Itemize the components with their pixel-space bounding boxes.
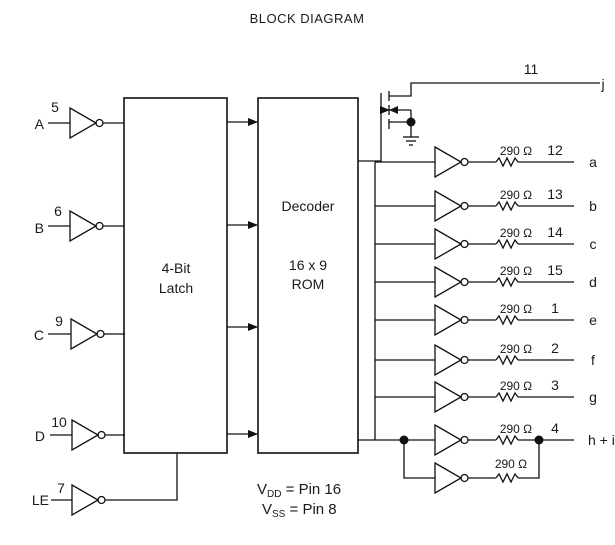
- pin-number: 15: [547, 262, 563, 278]
- output-channel-hi: 290 Ω 4 h + i: [375, 420, 615, 457]
- input-c-label: C: [34, 327, 44, 343]
- output-j-label: j: [600, 76, 604, 92]
- inverter-icon: [434, 265, 463, 299]
- resistor-icon: [495, 391, 519, 403]
- input-c: C 9: [34, 313, 125, 351]
- segment-label: e: [589, 312, 597, 328]
- inverter-icon: [434, 343, 463, 377]
- input-d-pin: 10: [51, 414, 67, 430]
- resistor-label: 290 Ω: [500, 226, 532, 240]
- resistor-label: 290 Ω: [500, 379, 532, 393]
- output-channel-g: 290 Ω 3 g: [375, 377, 597, 414]
- inverter-icon: [71, 418, 100, 452]
- decoder-block: [257, 97, 359, 454]
- vdd-note: VDD = Pin 16: [257, 481, 341, 500]
- input-b: B 6: [35, 203, 124, 243]
- vss-note: VSS = Pin 8: [262, 501, 337, 520]
- resistor-icon: [495, 200, 519, 212]
- segment-label: g: [589, 389, 597, 405]
- resistor-label: 290 Ω: [500, 264, 532, 278]
- output-channel-b: 290 Ω 13 b: [375, 186, 597, 223]
- pin-number: 2: [551, 340, 559, 356]
- input-d-label: D: [35, 428, 45, 444]
- decoder-label-line1: Decoder: [282, 198, 335, 214]
- inverter-icon: [70, 317, 99, 351]
- resistor-label: 290 Ω: [500, 302, 532, 316]
- pin-number: 12: [547, 142, 563, 158]
- resistor-icon: [495, 276, 519, 288]
- junction-dot: [534, 435, 544, 445]
- parallel-driver: 290 Ω: [399, 435, 544, 495]
- input-b-pin: 6: [54, 203, 62, 219]
- segment-label: f: [591, 352, 595, 368]
- input-a-pin: 5: [51, 99, 59, 115]
- input-d: D 10: [35, 414, 125, 452]
- resistor-label: 290 Ω: [500, 144, 532, 158]
- segment-label: b: [589, 198, 597, 214]
- inverter-icon: [434, 380, 463, 414]
- ground-icon: [403, 136, 419, 146]
- input-le-label: LE: [32, 492, 49, 508]
- inverter-icon: [434, 423, 463, 457]
- input-a: A 5: [35, 99, 124, 140]
- resistor-icon: [495, 238, 519, 250]
- pin-number: 13: [547, 186, 563, 202]
- input-b-label: B: [35, 220, 44, 236]
- output-channel-e: 290 Ω 1 e: [375, 300, 597, 337]
- pin-number: 3: [551, 377, 559, 393]
- input-c-pin: 9: [55, 313, 63, 329]
- latch-to-decoder-buses: [227, 118, 258, 438]
- segment-label: d: [589, 274, 597, 290]
- output-channel-c: 290 Ω 14 c: [375, 224, 597, 261]
- gate-lead: [358, 93, 382, 162]
- inverter-icon: [434, 189, 463, 223]
- power-note: VDD = Pin 16 VSS = Pin 8: [257, 481, 341, 520]
- decoder-label-line3: ROM: [292, 276, 325, 292]
- inverter-icon: [69, 106, 98, 140]
- resistor-label: 290 Ω: [500, 342, 532, 356]
- inverter-icon: [69, 209, 98, 243]
- resistor-icon: [495, 314, 519, 326]
- input-le: LE 7: [32, 453, 178, 517]
- pin-number: 1: [551, 300, 559, 316]
- segment-label: h + i: [588, 432, 615, 448]
- inverter-icon: [434, 461, 463, 495]
- latch-block: [123, 97, 228, 454]
- pin-number: 14: [547, 224, 563, 240]
- inverter-icon: [434, 227, 463, 261]
- output-channel-f: 290 Ω 2 f: [375, 340, 595, 377]
- output-transistor: 11 j: [358, 61, 605, 162]
- pin-number: 4: [551, 420, 559, 436]
- segment-label: a: [589, 154, 597, 170]
- output-channel-a: 290 Ω 12 a: [375, 142, 597, 179]
- inverter-icon: [434, 145, 463, 179]
- decoder-label-line2: 16 x 9: [289, 257, 327, 273]
- input-a-label: A: [35, 116, 45, 132]
- resistor-label: 290 Ω: [500, 422, 532, 436]
- resistor-icon: [495, 434, 519, 446]
- input-le-pin: 7: [57, 480, 65, 496]
- inverter-icon: [71, 483, 100, 517]
- drain-to-output: [389, 82, 600, 97]
- latch-label-line2: Latch: [159, 280, 193, 296]
- parallel-resistor-label: 290 Ω: [495, 457, 527, 471]
- resistor-icon: [495, 156, 519, 168]
- resistor-label: 290 Ω: [500, 188, 532, 202]
- resistor-icon: [495, 472, 519, 484]
- segment-label: c: [590, 236, 597, 252]
- diagram-title: BLOCK DIAGRAM: [250, 11, 365, 26]
- output-j-pin: 11: [524, 61, 539, 77]
- inverter-icon: [434, 303, 463, 337]
- output-channel-d: 290 Ω 15 d: [375, 262, 597, 299]
- latch-label-line1: 4-Bit: [162, 260, 191, 276]
- resistor-icon: [495, 354, 519, 366]
